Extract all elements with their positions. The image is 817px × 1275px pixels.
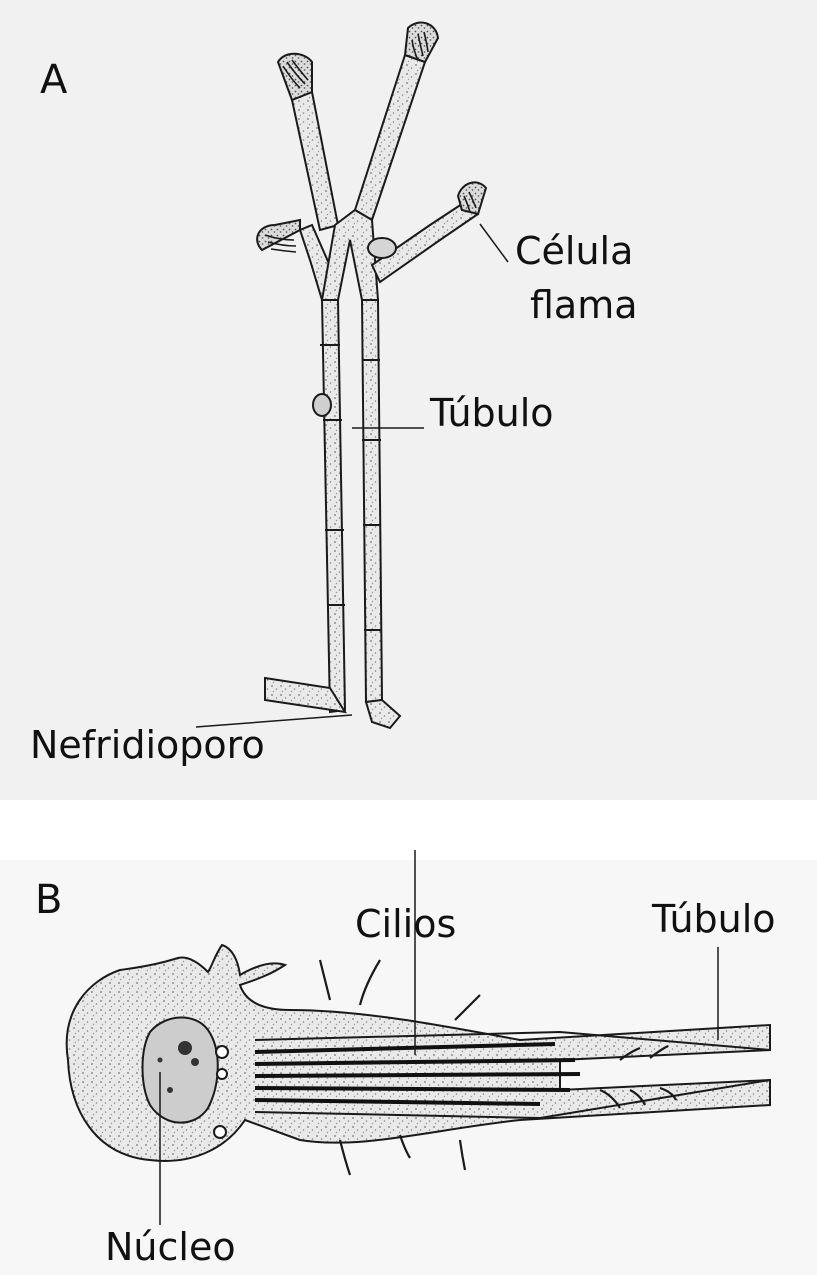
panel-b-letter: B — [35, 880, 62, 920]
tubule-nucleus — [313, 394, 331, 416]
label-nucleus: Núcleo — [105, 1228, 236, 1266]
junction-nucleus — [368, 238, 396, 258]
label-flame-cell-line1: Célula — [515, 232, 633, 270]
label-tubule-a: Túbulo — [430, 394, 554, 432]
panel-a-letter: A — [40, 60, 67, 100]
panel-a-background — [0, 0, 817, 800]
nucleus — [143, 1017, 218, 1122]
label-flame-cell-line2: flama — [530, 286, 638, 324]
label-tubule-b: Túbulo — [652, 900, 776, 938]
label-nephridiopore: Nefridioporo — [30, 726, 265, 764]
label-cilia: Cilios — [355, 905, 456, 943]
